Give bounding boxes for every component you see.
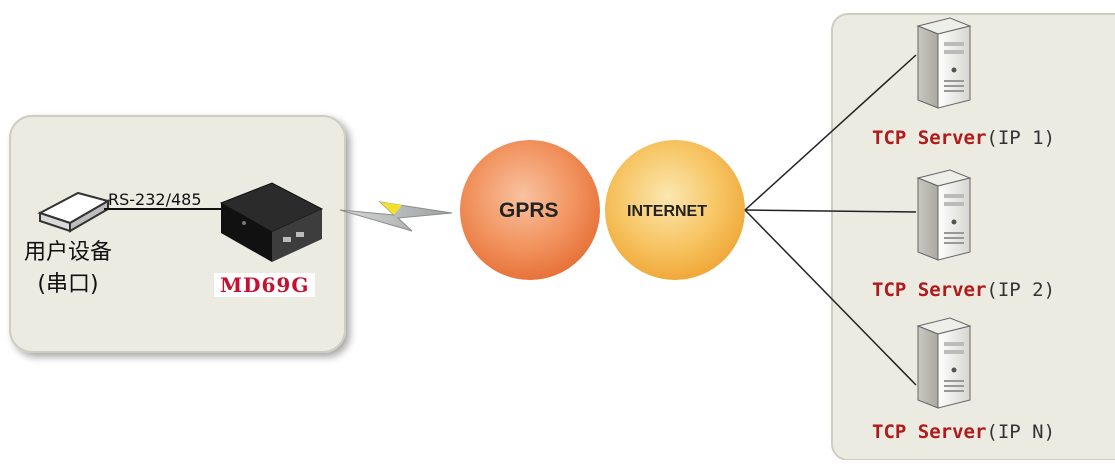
link-server-1 [744, 54, 917, 211]
server-icon [916, 17, 972, 109]
internet-label: INTERNET [627, 203, 707, 220]
serial-link-label: RS-232/485 [108, 190, 202, 209]
server-label-3: TCP Server(IP N) [872, 421, 1055, 443]
gprs-label: GPRS [499, 199, 559, 222]
link-server-3 [744, 209, 917, 386]
server-icon [916, 317, 972, 409]
server-label-2: TCP Server(IP 2) [872, 279, 1055, 301]
link-server-2 [744, 209, 917, 213]
gprs-cloud [460, 140, 600, 280]
server-ip: (IP 2) [986, 279, 1056, 301]
modem-label: MD69G [214, 273, 316, 297]
user-device-label: 用户设备 (串口) [8, 234, 128, 298]
server-icon [916, 169, 972, 261]
user-device-label-line1: 用户设备 [23, 240, 112, 265]
wireless-link-icon [339, 201, 453, 232]
user-device-icon [37, 191, 111, 233]
server-label-1: TCP Server(IP 1) [872, 127, 1055, 149]
user-device-label-line2: (串口) [37, 272, 99, 297]
server-ip: (IP N) [986, 421, 1056, 443]
server-name: TCP Server [872, 279, 987, 301]
server-name: TCP Server [872, 127, 987, 149]
server-name: TCP Server [872, 421, 987, 443]
internet-cloud [605, 140, 745, 280]
server-ip: (IP 1) [986, 127, 1056, 149]
modem-icon [219, 182, 324, 262]
right-panel [831, 13, 1115, 461]
